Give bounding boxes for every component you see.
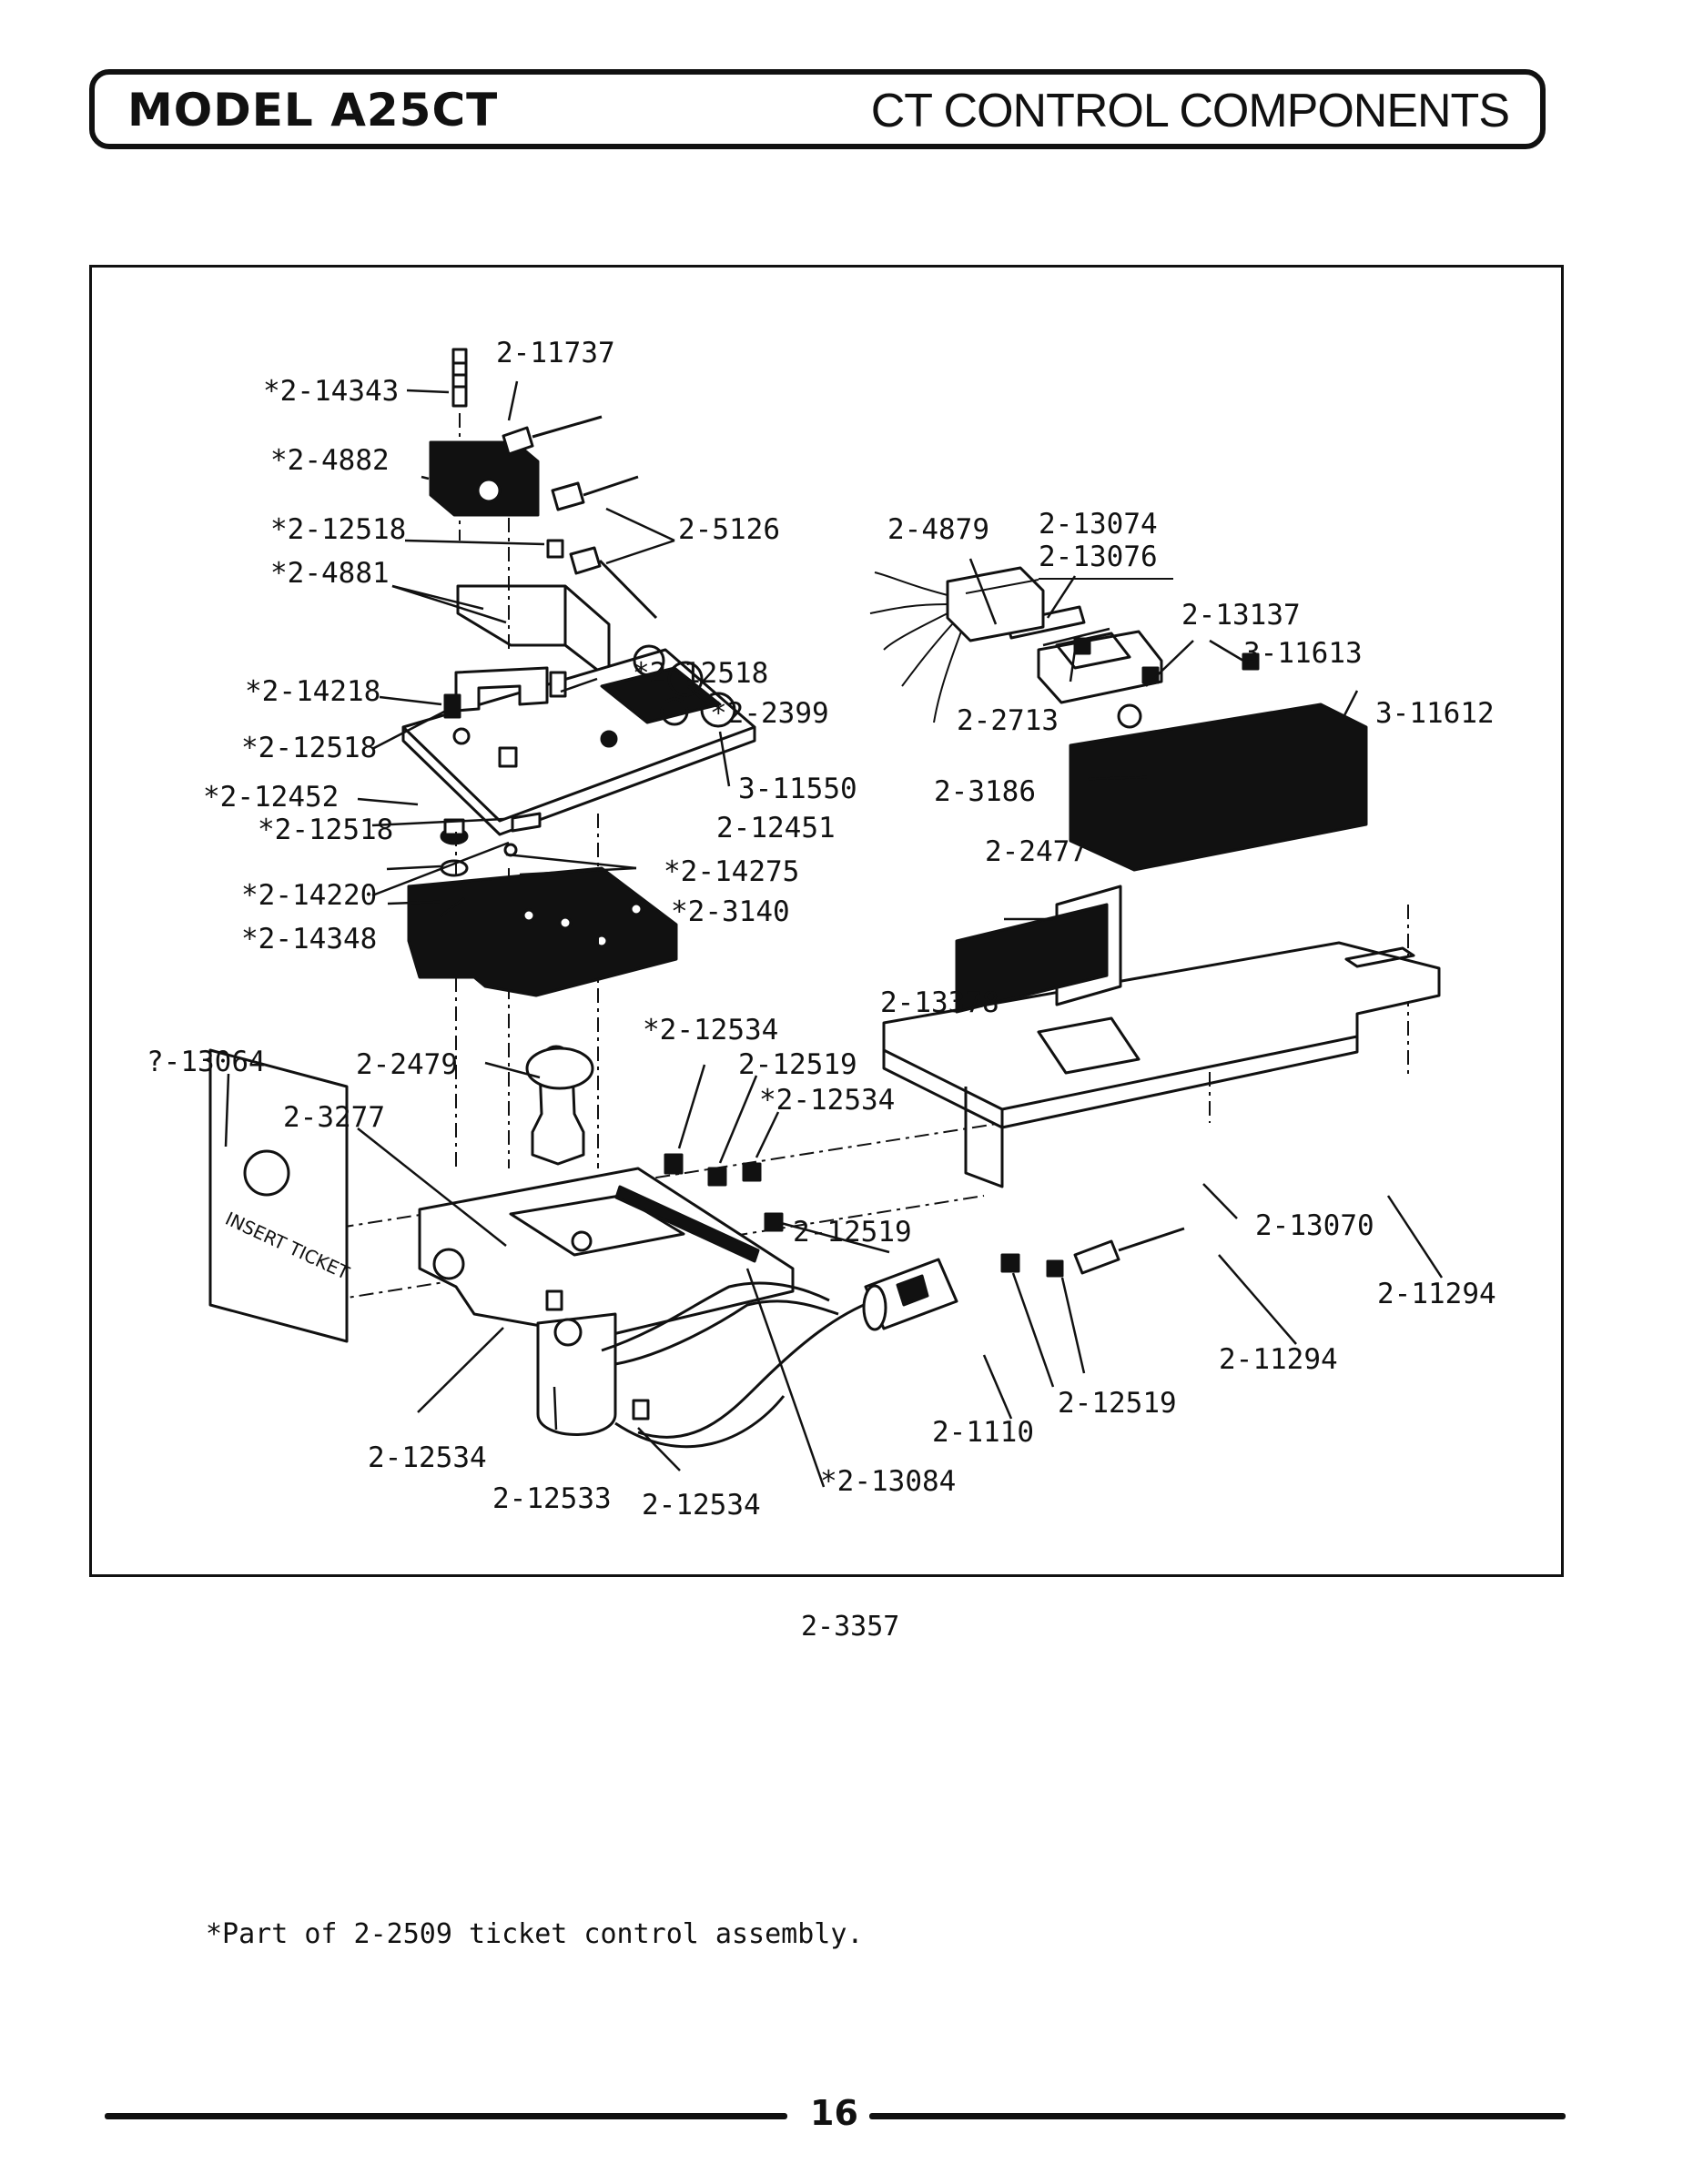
callout-label: 2-3277 (283, 1101, 385, 1134)
callout-label: 2-11294 (1377, 1278, 1496, 1310)
page-number: 16 (810, 2093, 858, 2133)
callout-label: *2-12518 (258, 814, 393, 846)
callout-label: *2-13084 (820, 1465, 956, 1498)
callout-label: 2-13076 (1039, 541, 1158, 573)
callout-label: 2-12534 (642, 1489, 761, 1522)
model-title: MODEL A25CT (127, 84, 499, 136)
callout-label: *2-12534 (759, 1084, 895, 1117)
callout-label: *2-12452 (203, 781, 339, 814)
callout-label: 2-13137 (1181, 599, 1301, 632)
callout-label: 2-5126 (678, 513, 780, 546)
page-header: MODEL A25CT CT CONTROL COMPONENTS (89, 69, 1546, 149)
callout-label: 2-1110 (932, 1416, 1034, 1449)
callout-label: 2-12534 (368, 1441, 487, 1474)
callout-label: *2-14275 (664, 855, 799, 888)
callout-label: 2-11294 (1219, 1343, 1338, 1376)
callout-label: 2-13378 (880, 986, 999, 1019)
callout-label: *2-4882 (270, 444, 390, 477)
footer-rule-left (105, 2113, 787, 2119)
callout-label: *2-12518 (241, 732, 377, 764)
callout-label: 2-2477 (985, 835, 1087, 868)
callout-label: *2-3140 (671, 895, 790, 928)
callout-label: *2-14218 (245, 675, 380, 708)
diagram-drawing: INSERT TICKET *2-14343 2-11737 *2-4882 *… (147, 337, 1496, 1522)
callout-label: ?-13064 (147, 1046, 266, 1078)
exploded-parts-diagram: INSERT TICKET *2-14343 2-11737 *2-4882 *… (89, 265, 1564, 1577)
section-title: CT CONTROL COMPONENTS (870, 85, 1510, 137)
callout-label: 3-11612 (1375, 697, 1495, 730)
callout-label: 2-13070 (1255, 1209, 1374, 1242)
callout-label: 2-12451 (716, 812, 836, 844)
callout-label: *2-2399 (710, 697, 829, 730)
callout-label: *2-14343 (263, 375, 399, 408)
callout-label: 2-12533 (492, 1482, 612, 1515)
callout-label: 2-2479 (356, 1048, 458, 1081)
callout-label: 2-12519 (738, 1048, 857, 1081)
callout-label: 2-3186 (934, 775, 1036, 808)
callout-label: 2-12519 (1058, 1387, 1177, 1420)
footer-rule-right (869, 2113, 1566, 2119)
callout-label: 3-11550 (738, 773, 857, 805)
callout-label: 2-13074 (1039, 508, 1158, 541)
callout-label: *2-14220 (241, 879, 377, 912)
callout-label: *2-12534 (643, 1014, 778, 1046)
footnote: *Part of 2-2509 ticket control assembly. (206, 1918, 864, 1950)
callout-label: *2-14348 (241, 923, 377, 956)
callout-label: 2-4879 (887, 513, 989, 546)
callout-label: 2-11737 (496, 337, 615, 369)
figure-number: 2-3357 (801, 1611, 900, 1643)
callout-label: *2-12518 (270, 513, 406, 546)
callout-label: 3-11613 (1243, 637, 1363, 670)
callout-label: 2-2713 (957, 704, 1059, 737)
callout-label: *2-12518 (633, 657, 768, 690)
callout-label: 2-12519 (793, 1216, 912, 1249)
callout-label: *2-4881 (270, 557, 390, 590)
